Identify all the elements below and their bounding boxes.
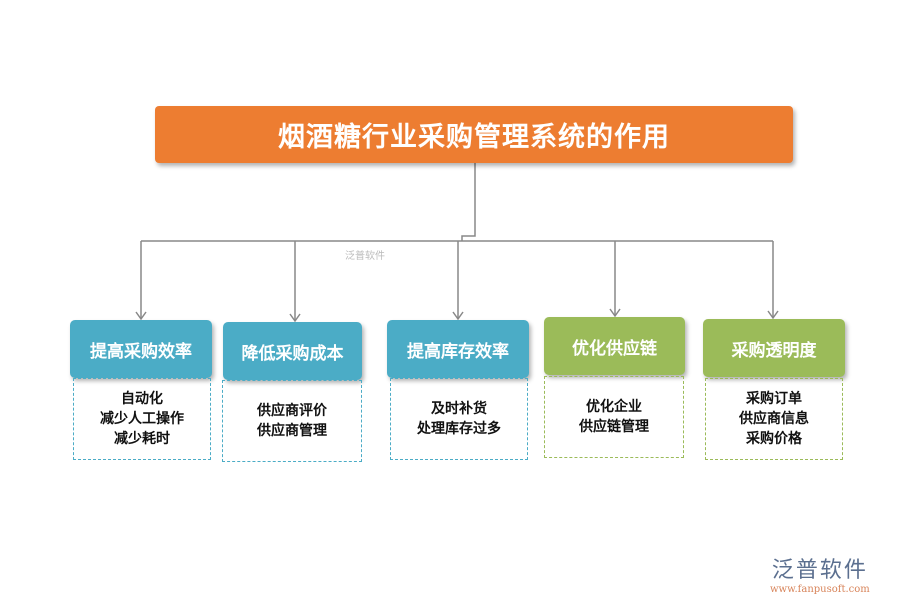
node-header: 降低采购成本	[223, 322, 362, 380]
node-detail-item: 优化企业	[586, 399, 642, 415]
node-header: 提高采购效率	[70, 320, 212, 378]
watermark: 泛普软件	[345, 251, 385, 262]
node-detail-item: 采购价格	[746, 431, 802, 447]
fanpu-logo: 泛普软件 www.fanpusoft.com	[770, 552, 870, 595]
node-detail-item: 自动化	[121, 391, 163, 407]
logo-name: 泛普软件	[771, 558, 868, 583]
node-detail-item: 减少耗时	[114, 431, 170, 447]
logo-url: www.fanpusoft.com	[770, 584, 870, 595]
node-detail-item: 减少人工操作	[100, 411, 184, 427]
node-detail-item: 供应商评价	[257, 403, 327, 419]
node-header: 优化供应链	[544, 317, 685, 375]
node-detail-box: 优化企业供应链管理	[544, 376, 684, 458]
node-detail-box: 自动化减少人工操作减少耗时	[73, 378, 211, 460]
node-detail-item: 供应商管理	[257, 423, 327, 439]
node-detail-item: 采购订单	[746, 391, 802, 407]
diagram-title: 烟酒糖行业采购管理系统的作用	[155, 106, 793, 163]
node-detail-box: 采购订单供应商信息采购价格	[705, 378, 843, 460]
node-detail-item: 供应商信息	[739, 411, 809, 427]
node-header: 提高库存效率	[387, 320, 529, 378]
node-detail-item: 供应链管理	[579, 419, 649, 435]
node-detail-box: 供应商评价供应商管理	[222, 380, 362, 462]
node-detail-box: 及时补货处理库存过多	[390, 378, 528, 460]
node-detail-item: 及时补货	[431, 401, 487, 417]
node-header: 采购透明度	[703, 319, 845, 377]
node-detail-item: 处理库存过多	[417, 421, 501, 437]
